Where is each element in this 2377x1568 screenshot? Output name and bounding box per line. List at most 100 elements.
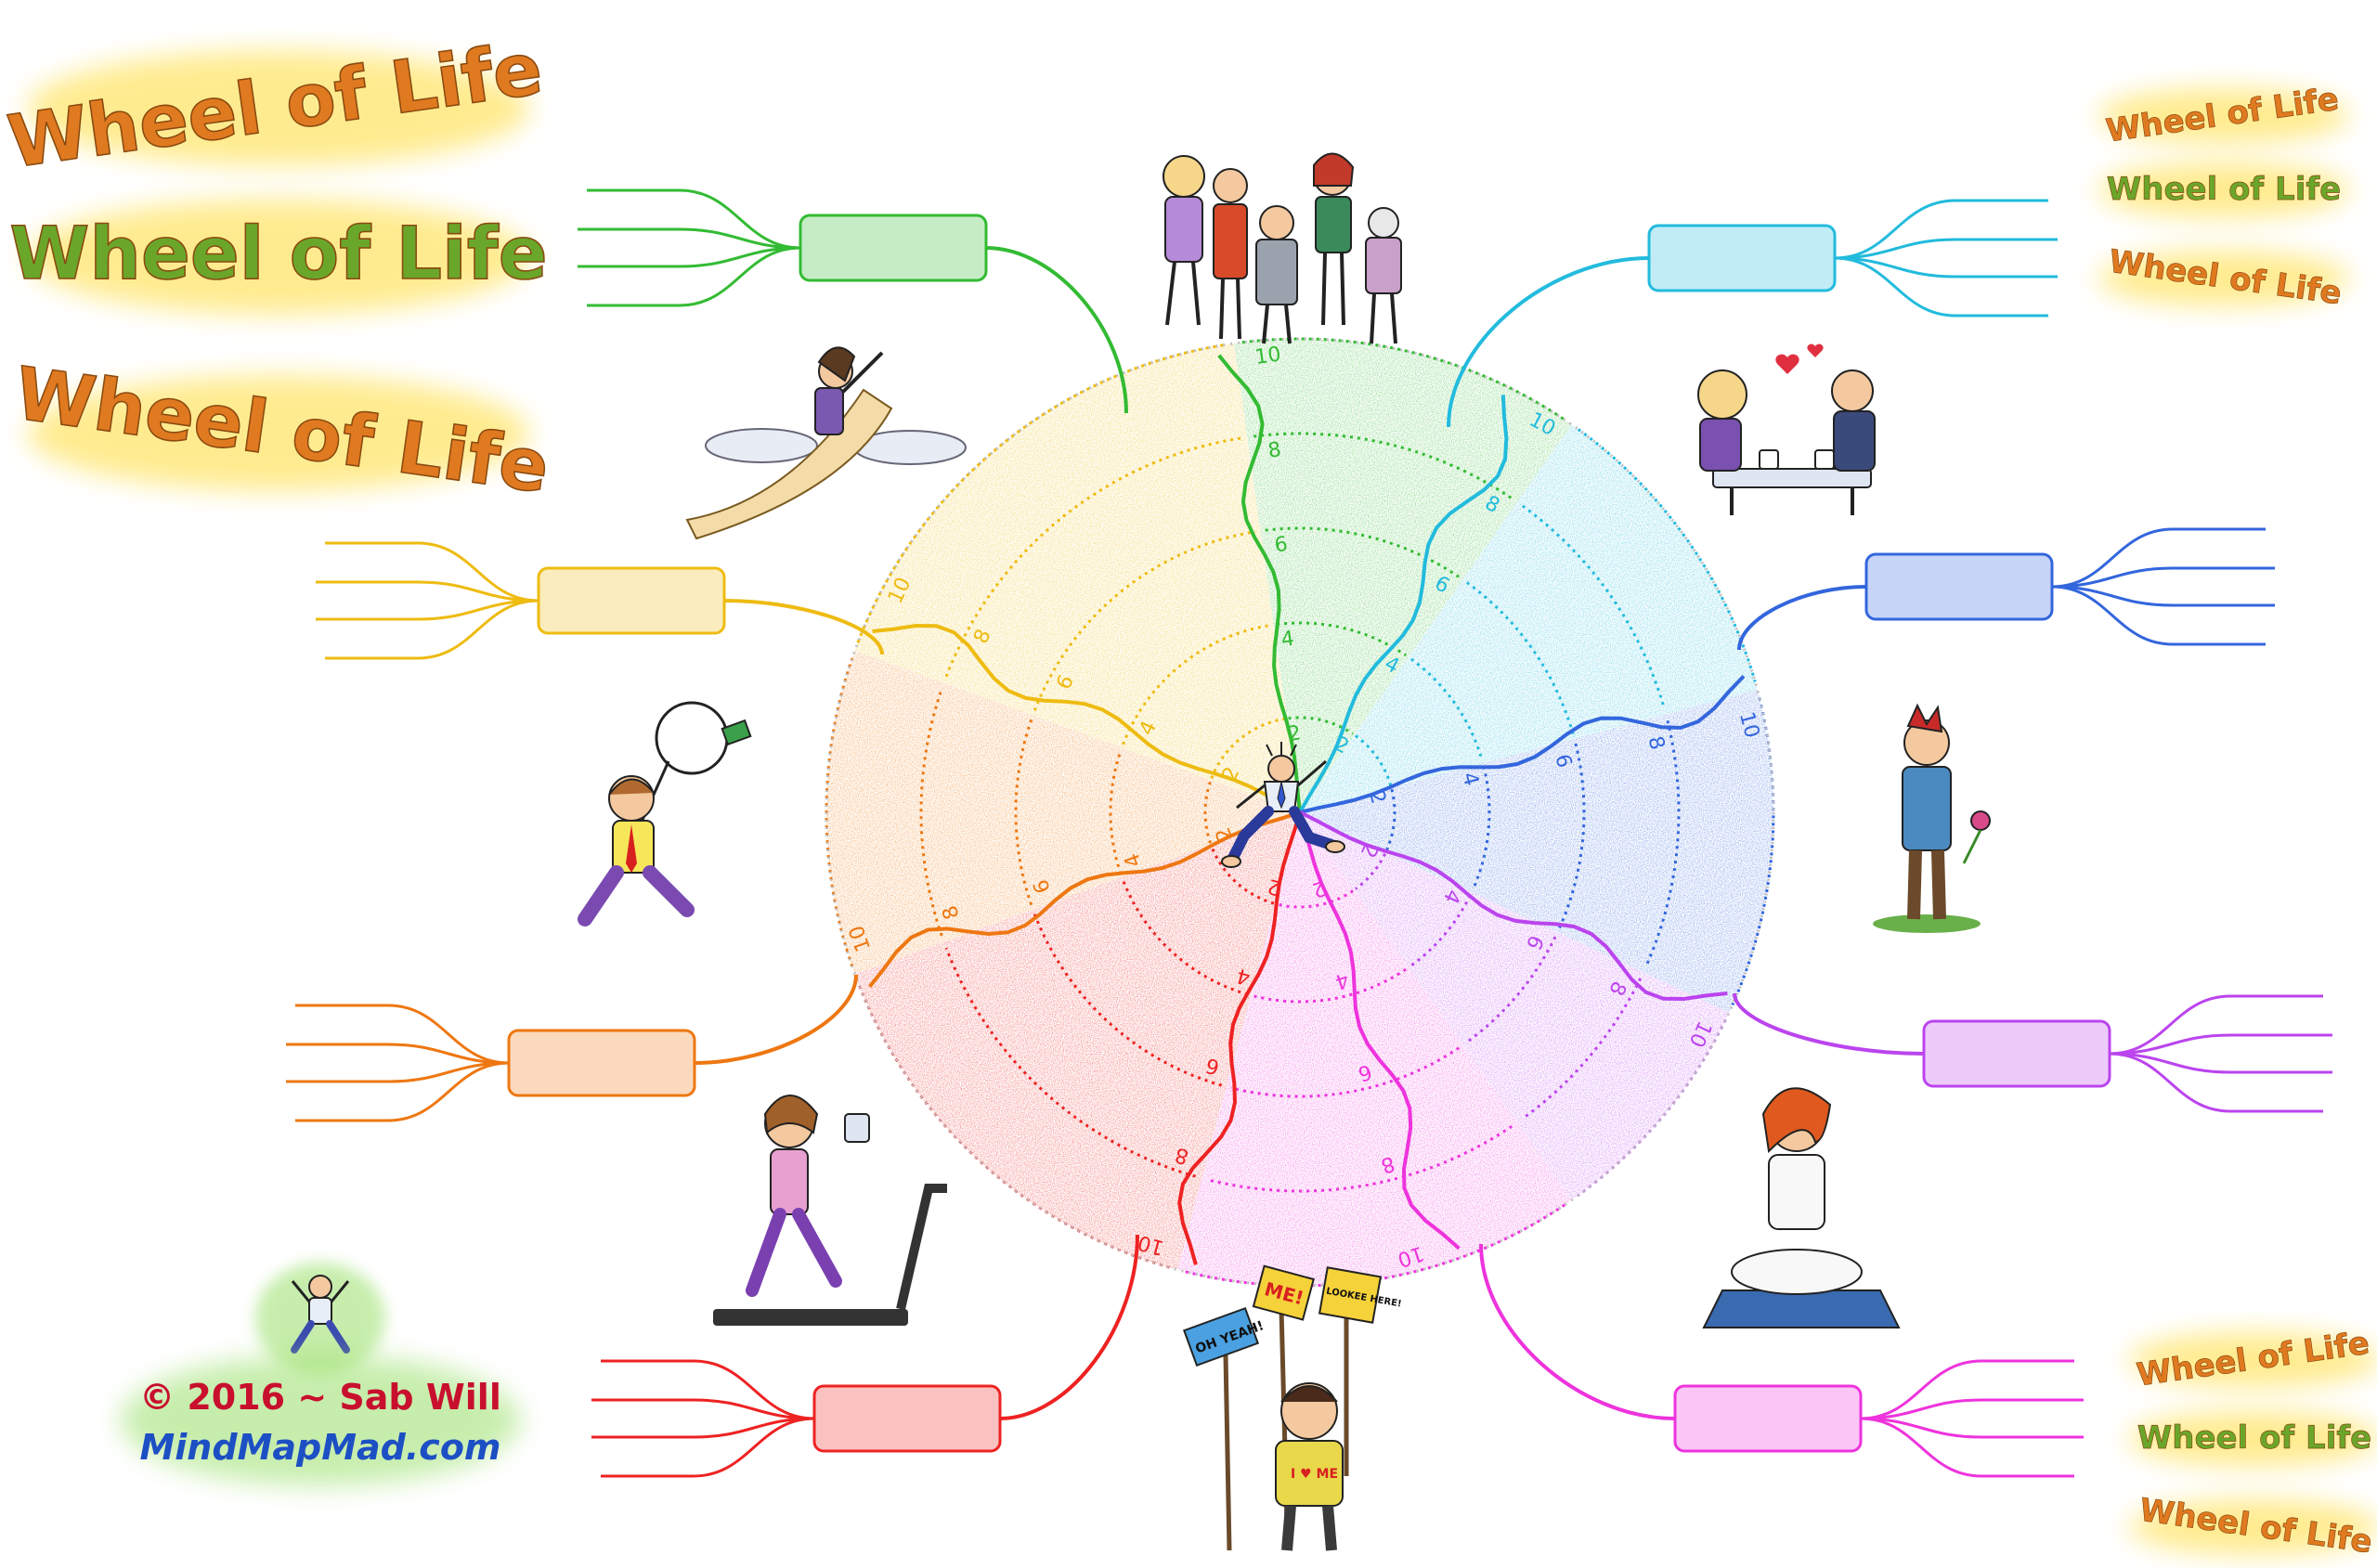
- branch-box-magenta[interactable]: [1922, 1019, 2111, 1088]
- branch-sub-line-orange: [286, 1061, 510, 1083]
- wheel-sector-green: [1234, 339, 1572, 812]
- ring-arc-red-1: [1210, 846, 1275, 905]
- scale-label-blue: 2: [1364, 788, 1390, 807]
- branch-sub-line-green: [587, 246, 801, 307]
- branch-sub-line-cyan: [1834, 256, 2058, 279]
- ring-arc-cyan-3: [1465, 581, 1575, 735]
- big-glow-2: [28, 375, 529, 491]
- branch-sub-line-pink: [1860, 1417, 2074, 1478]
- branch-connector-blue: [1737, 585, 1867, 651]
- branch-sub-line-yellow: [316, 599, 539, 621]
- branch-sub-line-cyan: [1834, 238, 2058, 260]
- scale-label-red: 6: [1203, 1053, 1222, 1079]
- ring-arc-blue-3: [1558, 743, 1586, 929]
- ring-arc-pink-1: [1276, 889, 1354, 909]
- ring-arc-orange-3: [1014, 719, 1033, 906]
- small-top-title-1: Wheel of Life: [2107, 171, 2341, 208]
- small-bottom-glow-2: [2129, 1498, 2377, 1555]
- branch-sub-line-cyan: [1834, 199, 2048, 260]
- branch-sub-line-red: [601, 1417, 815, 1478]
- branch-sub-line-yellow: [325, 541, 539, 603]
- branch-sub-line-magenta: [2109, 994, 2323, 1056]
- wheel-sector-blue: [1300, 690, 1773, 1013]
- branch-sub-line-orange: [286, 1043, 510, 1065]
- branch-sub-line-blue: [2051, 585, 2275, 607]
- ring-arc-yellow-5: [856, 343, 1227, 643]
- scale-label-blue: 8: [1643, 733, 1669, 752]
- shirt-i-love-me-text: I ♥ ME: [1291, 1467, 1338, 1482]
- branch-sub-line-green: [578, 227, 801, 250]
- branch-box-cyan[interactable]: [1647, 224, 1837, 292]
- website-link[interactable]: MindMapMad.com: [139, 1427, 500, 1468]
- ring-arc-orange-5: [825, 657, 854, 967]
- small-bottom-title-1: Wheel of Life: [2137, 1419, 2371, 1457]
- ring-arc-blue-5: [1731, 697, 1775, 1006]
- copyright-text: © 2016 ~ Sab Will: [139, 1377, 501, 1418]
- ring-arc-blue-2: [1471, 766, 1491, 890]
- branch-box-blue[interactable]: [1864, 552, 2054, 621]
- branch-sub-line-pink: [1860, 1398, 2084, 1420]
- ring-arc-pink-4: [1207, 1125, 1513, 1193]
- scale-label-blue: 6: [1550, 752, 1576, 771]
- ring-arc-cyan-2: [1410, 657, 1484, 761]
- ring-arc-pink-5: [1185, 1203, 1566, 1288]
- branch-sub-line-magenta: [2109, 1052, 2323, 1113]
- branch-sub-line-red: [601, 1359, 815, 1420]
- spoke-red: [1177, 811, 1302, 1265]
- small-bottom-glow-0: [2129, 1331, 2377, 1388]
- ring-arc-magenta-2: [1410, 894, 1472, 967]
- big-glow-0: [28, 50, 529, 166]
- meditating-woman-illustration: [1702, 1087, 1901, 1328]
- branch-connector-cyan: [1447, 256, 1650, 428]
- center-jumping-man-illustration: [1221, 742, 1345, 868]
- flying-woman-illustration: [685, 346, 967, 540]
- ring-arc-green-5: [1241, 337, 1566, 421]
- branch-sub-line-green: [578, 246, 801, 268]
- wheel-sector-magenta: [1300, 812, 1730, 1200]
- scale-label-green: 6: [1273, 533, 1289, 558]
- big-glow-1: [28, 199, 529, 315]
- mindmap-branches: [286, 188, 2332, 1478]
- small-top-glow-1: [2098, 162, 2349, 218]
- wheel-sector-orange: [826, 650, 1300, 975]
- branch-box-green[interactable]: [799, 214, 988, 282]
- branch-sub-line-magenta: [2109, 1052, 2332, 1074]
- branch-sub-line-green: [587, 188, 801, 250]
- branch-sub-line-blue: [2051, 566, 2275, 589]
- group-of-people-illustration: [1163, 152, 1402, 344]
- spoke-yellow: [872, 623, 1301, 814]
- scale-label-green: 10: [1253, 343, 1282, 369]
- spoke-green: [1217, 354, 1302, 813]
- wheel-sector-red: [854, 812, 1300, 1270]
- branch-box-pink[interactable]: [1673, 1384, 1863, 1453]
- spoke-cyan: [1298, 395, 1509, 813]
- branch-sub-line-yellow: [325, 599, 539, 660]
- branch-box-yellow[interactable]: [537, 566, 726, 635]
- big-title-1: Wheel of Life: [9, 213, 547, 296]
- wheel-sector-pink: [1177, 812, 1572, 1286]
- ring-arc-orange-4: [919, 688, 943, 937]
- branch-connector-magenta: [1733, 992, 1925, 1056]
- branch-box-red[interactable]: [812, 1384, 1002, 1453]
- branch-sub-line-magenta: [2109, 1033, 2332, 1056]
- ring-arc-cyan-1: [1355, 734, 1393, 787]
- branch-sub-line-blue: [2051, 527, 2266, 589]
- ring-arc-magenta-3: [1465, 936, 1557, 1043]
- ring-arc-green-4: [1253, 432, 1513, 499]
- branch-connector-red: [999, 1234, 1139, 1420]
- spoke-magenta: [1299, 810, 1728, 1002]
- branch-connector-green: [985, 246, 1128, 414]
- ring-arc-blue-4: [1644, 719, 1681, 967]
- branch-sub-line-pink: [1860, 1417, 2084, 1439]
- scale-label-red: 4: [1234, 963, 1253, 989]
- scale-label-blue: 4: [1457, 770, 1483, 788]
- wheel-sectors: [826, 339, 1773, 1286]
- ring-arc-pink-3: [1230, 1046, 1460, 1098]
- branch-sub-line-orange: [295, 1004, 510, 1065]
- branch-connector-pink: [1479, 1243, 1676, 1420]
- ring-arc-magenta-4: [1521, 978, 1643, 1121]
- branch-box-orange[interactable]: [507, 1029, 696, 1097]
- man-holding-signs-illustration: OH YEAH! ME! LOOKEE HERE! I ♥ ME: [1182, 1264, 1402, 1551]
